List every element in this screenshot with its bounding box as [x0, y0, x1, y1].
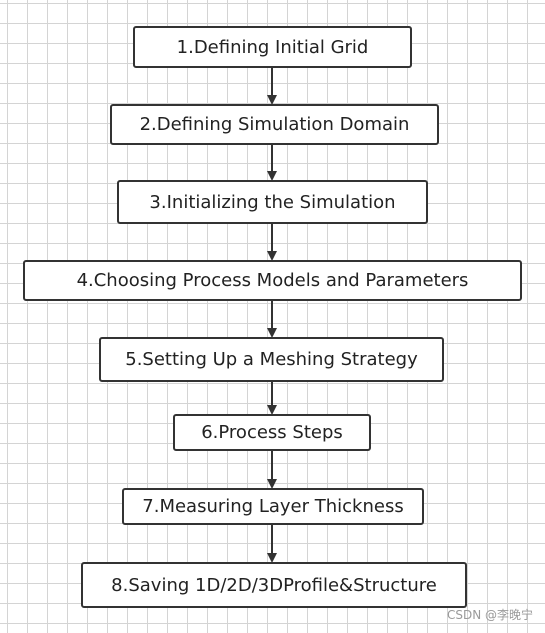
step-1-label: 1.Defining Initial Grid [176, 36, 369, 58]
step-3-box: 3.Initializing the Simulation [117, 180, 428, 224]
step-5-label: 5.Setting Up a Meshing Strategy [125, 349, 418, 370]
step-2-box: 2.Defining Simulation Domain [110, 104, 439, 145]
step-8-label: 8.Saving 1D/2D/3DProfile&Structure [111, 574, 437, 596]
csdn-watermark: CSDN @李晚宁 [446, 608, 533, 622]
step-5-box: 5.Setting Up a Meshing Strategy [99, 337, 444, 382]
step-3-label: 3.Initializing the Simulation [149, 191, 396, 213]
step-4-label: 4.Choosing Process Models and Parameters [76, 270, 469, 291]
step-7-box: 7.Measuring Layer Thickness [122, 488, 424, 525]
step-4-box: 4.Choosing Process Models and Parameters [23, 260, 522, 301]
step-6-label: 6.Process Steps [201, 422, 343, 443]
step-2-label: 2.Defining Simulation Domain [139, 114, 410, 135]
step-8-box: 8.Saving 1D/2D/3DProfile&Structure [81, 562, 467, 608]
step-1-box: 1.Defining Initial Grid [133, 26, 412, 68]
step-7-label: 7.Measuring Layer Thickness [142, 496, 404, 517]
step-6-box: 6.Process Steps [173, 414, 371, 451]
